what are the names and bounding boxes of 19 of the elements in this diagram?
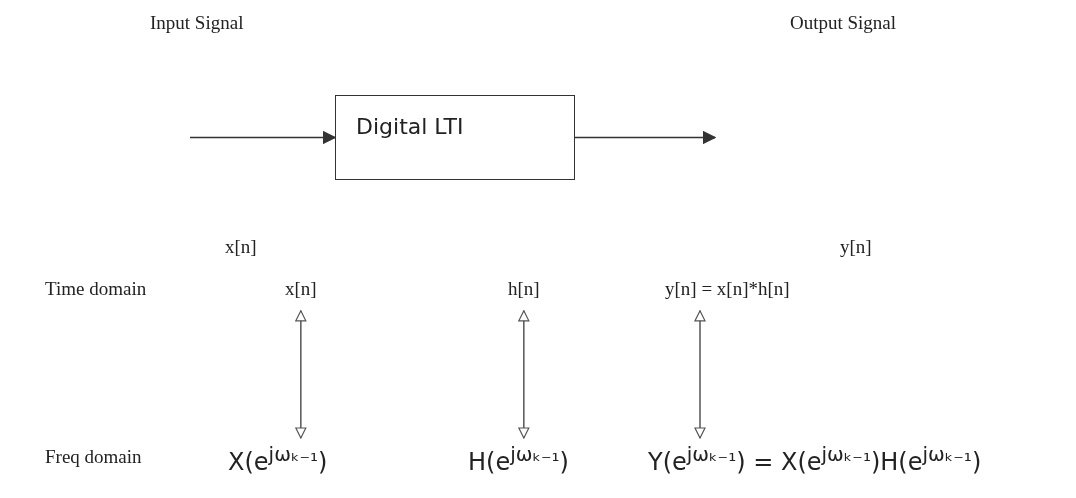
time-domain-formula: h[n] <box>508 278 540 301</box>
time-domain-formula: y[n] = x[n]*h[n] <box>665 278 790 301</box>
arrow <box>189 130 337 145</box>
double-arrow <box>694 310 706 439</box>
signal-name: y[n] <box>840 236 872 259</box>
row-label: Time domain <box>45 278 147 301</box>
signal-label: Input Signal <box>150 12 244 35</box>
signal-label: Output Signal <box>790 12 897 35</box>
frequency-domain-formula: Y(e$^{jωₖ₋₁}$) = X(e$^{jωₖ₋₁}$)H(e$^{jωₖ₋₁}$) <box>648 442 982 477</box>
double-arrow <box>518 310 530 439</box>
time-domain-formula: x[n] <box>285 278 317 301</box>
arrow <box>574 130 717 145</box>
process-box <box>335 95 575 180</box>
frequency-domain-formula: H(e$^{jωₖ₋₁}$) <box>468 442 569 477</box>
box-label: Digital LTI <box>356 114 464 139</box>
row-label: Freq domain <box>45 446 142 469</box>
frequency-domain-formula: X(e$^{jωₖ₋₁}$) <box>228 442 328 477</box>
double-arrow <box>295 310 307 439</box>
signal-name: x[n] <box>225 236 257 259</box>
